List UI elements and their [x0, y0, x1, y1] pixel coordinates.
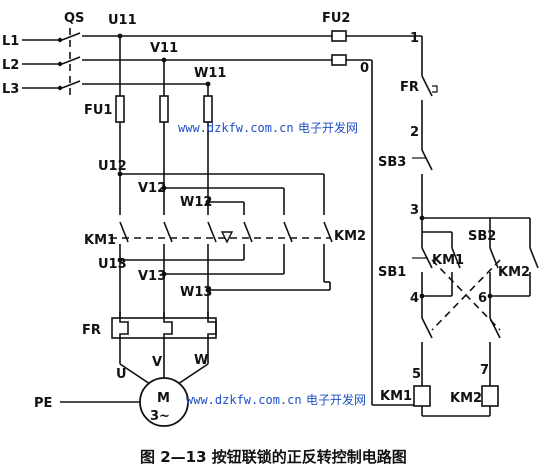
label-u13: U13 [98, 257, 127, 272]
label-motor-3: 3~ [150, 409, 170, 424]
control-circuit [331, 30, 539, 417]
label-fu2: FU2 [322, 11, 350, 26]
label-fr: FR [82, 323, 101, 338]
label-v12: V12 [138, 181, 166, 196]
label-km1-coil: KM1 [380, 389, 412, 404]
supply-lines [22, 28, 332, 96]
label-node-0: 0 [360, 61, 369, 76]
label-node-4: 4 [410, 291, 419, 306]
watermark-url-bottom: www.dzkfw.com.cn [186, 393, 302, 407]
label-node-7: 7 [480, 363, 489, 378]
interlock-triangle [220, 231, 234, 244]
label-node-1: 1 [410, 31, 419, 46]
thermal-relay-fr [111, 312, 217, 364]
label-w11: W11 [194, 66, 226, 81]
km1-main-contacts [119, 221, 217, 320]
label-sb3: SB3 [378, 155, 406, 170]
label-sb1: SB1 [378, 265, 406, 280]
label-u12: U12 [98, 159, 127, 174]
label-qs: QS [64, 11, 84, 26]
label-w: W [194, 353, 208, 368]
figure-caption: 图 2—13 按钮联锁的正反转控制电路图 [140, 448, 407, 466]
label-pe: PE [34, 396, 52, 411]
label-km2: KM2 [334, 229, 366, 244]
km2-main-contacts [243, 221, 333, 282]
label-sb2: SB2 [468, 229, 496, 244]
watermarks: www.dzkfw.com.cn 电子开发网 www.dzkfw.com.cn … [178, 120, 366, 407]
fuse-fu1-u [115, 95, 125, 123]
label-km2-coil: KM2 [450, 391, 482, 406]
label-l2: L2 [2, 58, 19, 73]
fuse-fu2-top [331, 30, 347, 42]
label-w12: W12 [180, 195, 212, 210]
label-fr-control: FR [400, 80, 419, 95]
label-w13: W13 [180, 285, 212, 300]
label-node-2: 2 [410, 125, 419, 140]
main-circuit-phases [115, 36, 213, 215]
label-km1-aux: KM1 [432, 253, 464, 268]
coil-km1 [413, 385, 431, 407]
coil-km2 [481, 385, 499, 407]
label-v11: V11 [150, 41, 178, 56]
km2-branch-top [117, 171, 325, 215]
label-v: V [152, 355, 162, 370]
label-fu1: FU1 [84, 103, 112, 118]
label-node-5: 5 [412, 367, 421, 382]
label-motor-m: M [157, 391, 170, 406]
watermark-site-bottom: 电子开发网 [306, 392, 366, 407]
fuse-fu1-w [203, 95, 213, 123]
fuse-fu1-v [159, 95, 169, 123]
watermark-url-top: www.dzkfw.com.cn [178, 121, 294, 135]
label-km1: KM1 [84, 233, 116, 248]
label-km2-aux: KM2 [498, 265, 530, 280]
label-l3: L3 [2, 82, 19, 97]
fuse-fu2-bottom [331, 54, 347, 66]
label-u11: U11 [108, 13, 137, 28]
km2-branch-bottom [117, 257, 331, 293]
label-u: U [116, 367, 127, 382]
label-l1: L1 [2, 34, 19, 49]
label-node-6: 6 [478, 291, 487, 306]
motor [60, 363, 209, 427]
labels: QS L1 L2 L3 U11 V11 W11 FU1 FU2 U12 V12 … [2, 11, 530, 424]
label-v13: V13 [138, 269, 166, 284]
watermark-site-top: 电子开发网 [298, 120, 358, 135]
label-node-3: 3 [410, 203, 419, 218]
